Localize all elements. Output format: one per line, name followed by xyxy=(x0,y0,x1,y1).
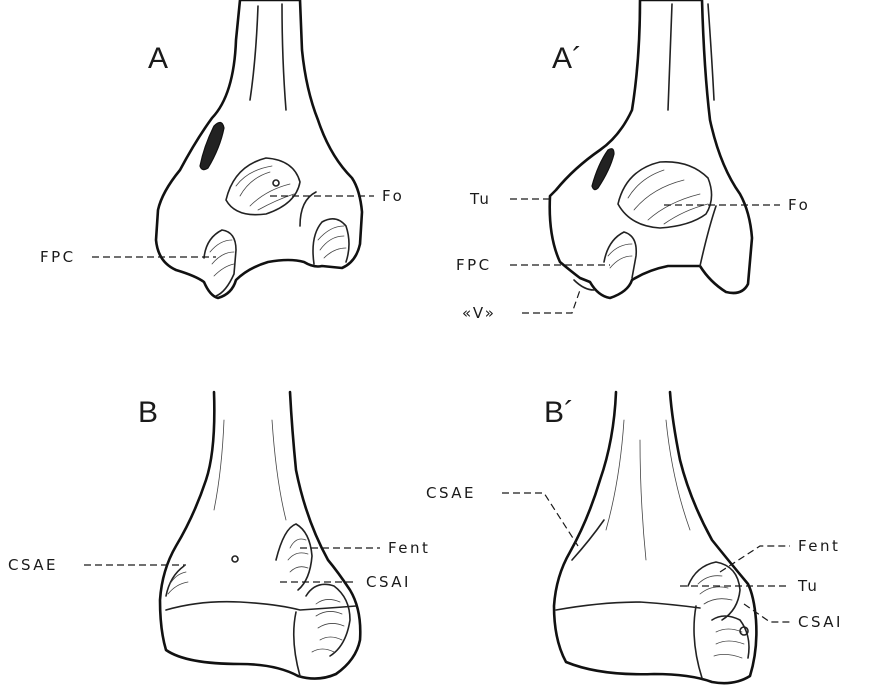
panel-b-prime-tu-label: Tu xyxy=(797,577,819,595)
panel-b-prime: B´ CSAE Fent Tu CSAI xyxy=(426,392,843,683)
panel-b-csai-label: CSAI xyxy=(366,573,411,591)
panel-b-prime-csae-label: CSAE xyxy=(426,484,476,502)
panel-b-prime-fent-label: Fent xyxy=(798,537,840,555)
panel-a: A Fo FPC xyxy=(40,0,404,298)
panel-b-prime-csae-leader xyxy=(502,493,578,546)
panel-b-prime-letter: B´ xyxy=(544,396,574,429)
panel-a-fo-label: Fo xyxy=(382,187,404,205)
panel-a-letter: A xyxy=(148,42,168,75)
panel-a-prime-v-leader xyxy=(522,290,580,313)
panel-a-prime-v-label: «V» xyxy=(462,304,496,322)
panel-a-prime: A´ Tu Fo FPC «V» xyxy=(456,0,810,322)
panel-b-bone xyxy=(160,392,360,679)
panel-b-prime-csai-label: CSAI xyxy=(798,613,843,631)
panel-a-prime-tu-label: Tu xyxy=(469,190,491,208)
panel-a-prime-fo-label: Fo xyxy=(788,196,810,214)
panel-b-prime-bone xyxy=(554,392,756,683)
panel-b-letter: B xyxy=(138,396,158,429)
panel-b: B CSAE Fent CSAI xyxy=(8,392,430,679)
panel-a-prime-letter: A´ xyxy=(552,42,582,75)
panel-b-fent-label: Fent xyxy=(388,539,430,557)
panel-a-prime-fpc-label: FPC xyxy=(456,256,492,274)
panel-a-bone xyxy=(156,0,362,298)
panel-a-fpc-label: FPC xyxy=(40,248,76,266)
panel-b-csae-label: CSAE xyxy=(8,556,58,574)
